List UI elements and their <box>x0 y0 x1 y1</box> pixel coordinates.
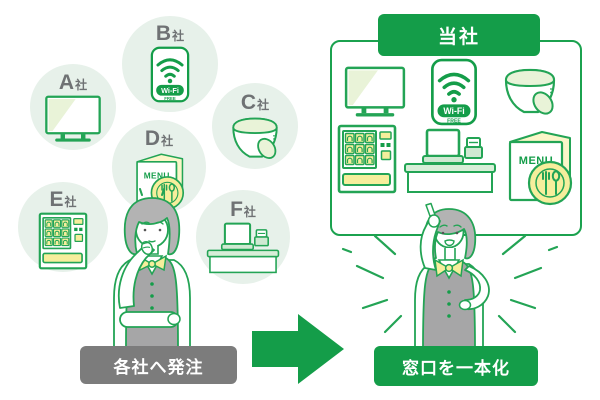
company-label-a: A 社 <box>58 71 88 94</box>
our-company-banner: 当社 <box>378 14 540 56</box>
tv-icon <box>44 95 102 143</box>
left-caption: 各社へ発注 <box>80 346 237 384</box>
diaper-icon <box>500 66 560 118</box>
menu-icon <box>502 128 576 208</box>
company-circle-c: C 社 <box>212 83 298 169</box>
register-icon <box>402 128 498 194</box>
register-icon <box>206 222 280 274</box>
company-label-f: F 社 <box>230 198 256 221</box>
company-label-c: C 社 <box>240 91 270 114</box>
transform-arrow-icon <box>252 314 344 384</box>
vending-machine-icon <box>337 124 397 194</box>
company-circle-b: B 社 <box>122 16 218 112</box>
vending-machine-icon <box>38 212 88 270</box>
company-circle-a: A 社 <box>30 64 116 150</box>
company-label-d: D 社 <box>144 127 174 150</box>
company-circle-e: E 社 <box>18 182 108 272</box>
diaper-icon <box>227 115 283 162</box>
wifi-sign-icon <box>430 58 478 126</box>
company-label-b: B 社 <box>155 22 185 45</box>
wifi-sign-icon <box>150 46 190 103</box>
right-caption: 窓口を一本化 <box>374 346 538 386</box>
tv-icon <box>344 66 406 118</box>
thinking-woman-illustration <box>90 188 212 348</box>
company-circle-f: F 社 <box>196 190 290 284</box>
company-label-e: E 社 <box>49 188 77 211</box>
pointing-woman-illustration <box>333 202 565 352</box>
